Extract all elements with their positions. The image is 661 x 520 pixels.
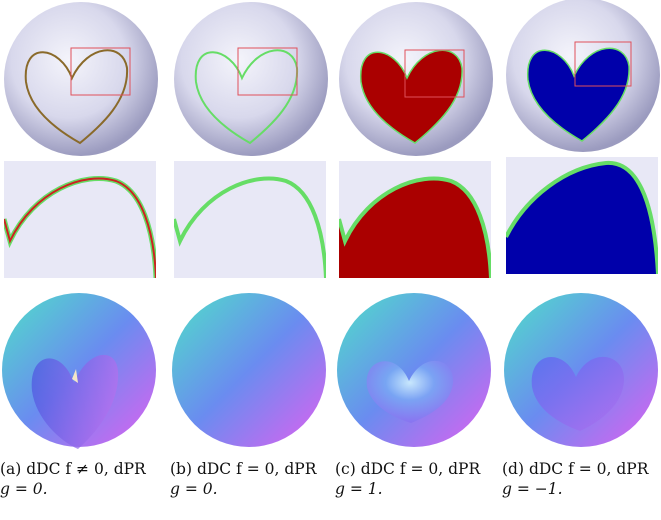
heart-fill-d [527, 47, 630, 142]
heart-outline-b [194, 49, 299, 145]
sphere-render-d [504, 0, 661, 154]
zoom-view-b [174, 161, 326, 278]
zoom-region-a [70, 47, 131, 96]
normal-map-a [0, 291, 158, 449]
zoom-view-a [4, 161, 156, 278]
panel-d: (d) dDC f = 0, dPR g = −1. [502, 0, 661, 520]
panel-c: (c) dDC f = 0, dPR g = 1. [335, 0, 500, 520]
panel-a: (a) dDC f ≠ 0, dPR g = 0. [0, 0, 165, 520]
zoom-region-d [574, 41, 632, 87]
normal-map-c [335, 291, 493, 449]
zoom-region-c [404, 49, 465, 98]
caption-b-line2: g = 0. [170, 480, 218, 498]
caption-c-line2: g = 1. [335, 480, 383, 498]
caption-c: (c) dDC f = 0, dPR g = 1. [335, 459, 500, 499]
sphere-render-c [337, 0, 495, 158]
caption-d-line2: g = −1. [502, 480, 563, 498]
zoom-region-b [237, 47, 298, 96]
panel-b: (b) dDC f = 0, dPR g = 0. [170, 0, 335, 520]
normal-map-d [502, 291, 660, 449]
caption-a-line2: g = 0. [0, 480, 48, 498]
caption-a-line1: (a) dDC f ≠ 0, dPR [0, 460, 146, 478]
zoom-view-c [339, 161, 491, 278]
sphere-render-b [172, 0, 330, 158]
caption-d: (d) dDC f = 0, dPR g = −1. [502, 459, 661, 499]
caption-c-line1: (c) dDC f = 0, dPR [335, 460, 481, 478]
heart-outline-a [24, 49, 129, 145]
caption-a: (a) dDC f ≠ 0, dPR g = 0. [0, 459, 165, 499]
caption-d-line1: (d) dDC f = 0, dPR [502, 460, 649, 478]
zoom-view-d [506, 157, 658, 274]
normal-map-b [170, 291, 328, 449]
sphere-render-a [2, 0, 160, 158]
caption-b-line1: (b) dDC f = 0, dPR [170, 460, 317, 478]
caption-b: (b) dDC f = 0, dPR g = 0. [170, 459, 335, 499]
